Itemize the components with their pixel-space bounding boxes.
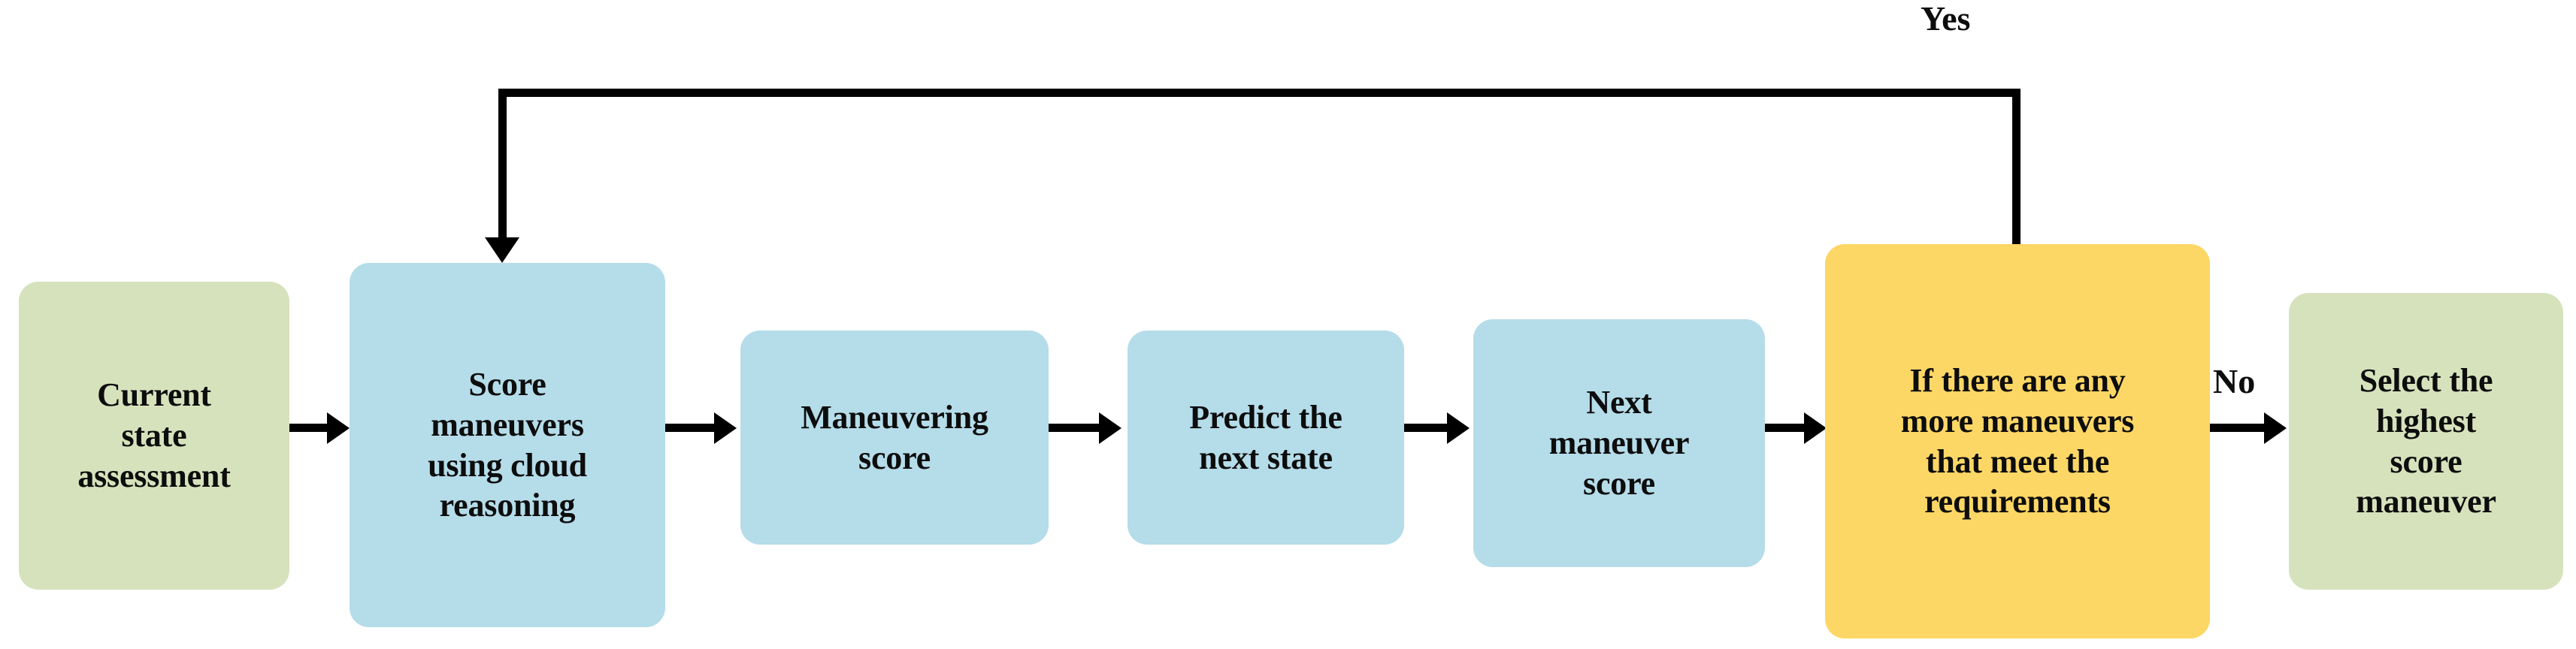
node-label-next-maneuver-score: Next maneuver score [1548, 384, 1690, 502]
edge-label-yes: Yes [1921, 0, 1971, 38]
edge-no-line [2210, 424, 2269, 432]
edge-5-6-line [1765, 424, 1812, 432]
node-label-decision-more-maneuvers: If there are any more maneuvers that mee… [1900, 362, 2135, 521]
node-maneuvering-score[interactable]: Maneuvering score [740, 331, 1049, 545]
node-label-score-maneuvers: Score maneuvers using cloud reasoning [428, 366, 587, 524]
edge-3-4-line [1049, 424, 1103, 432]
node-predict-next-state[interactable]: Predict the next state [1128, 331, 1404, 545]
node-score-maneuvers[interactable]: Score maneuvers using cloud reasoning [350, 263, 665, 627]
edge-yes-segment-down [498, 89, 507, 243]
edge-5-6-arrowhead [1804, 412, 1827, 444]
edge-4-5-line [1404, 424, 1451, 432]
node-next-maneuver-score[interactable]: Next maneuver score [1473, 319, 1765, 567]
node-select-highest-score[interactable]: Select the highest score maneuver [2289, 293, 2563, 590]
edge-4-5-arrowhead [1447, 412, 1470, 444]
edge-1-2-line [289, 424, 334, 432]
node-label-select-highest-score: Select the highest score maneuver [2356, 362, 2496, 521]
edge-1-2-arrowhead [327, 412, 350, 444]
node-label-predict-next-state: Predict the next state [1189, 398, 1342, 476]
node-label-maneuvering-score: Maneuvering score [801, 398, 988, 476]
edge-yes-segment-across [498, 89, 2021, 97]
edge-2-3-line [665, 424, 718, 432]
edge-yes-segment-up [2012, 89, 2021, 254]
edge-label-no: No [2213, 362, 2256, 400]
edge-yes-arrowhead [485, 237, 519, 263]
node-label-current-state-assessment: Current state assessment [77, 376, 231, 494]
edge-3-4-arrowhead [1099, 412, 1122, 444]
edge-2-3-arrowhead [714, 412, 737, 444]
edge-no-arrowhead [2264, 412, 2287, 444]
node-decision-more-maneuvers[interactable]: If there are any more maneuvers that mee… [1825, 244, 2210, 638]
node-current-state-assessment[interactable]: Current state assessment [19, 282, 289, 590]
